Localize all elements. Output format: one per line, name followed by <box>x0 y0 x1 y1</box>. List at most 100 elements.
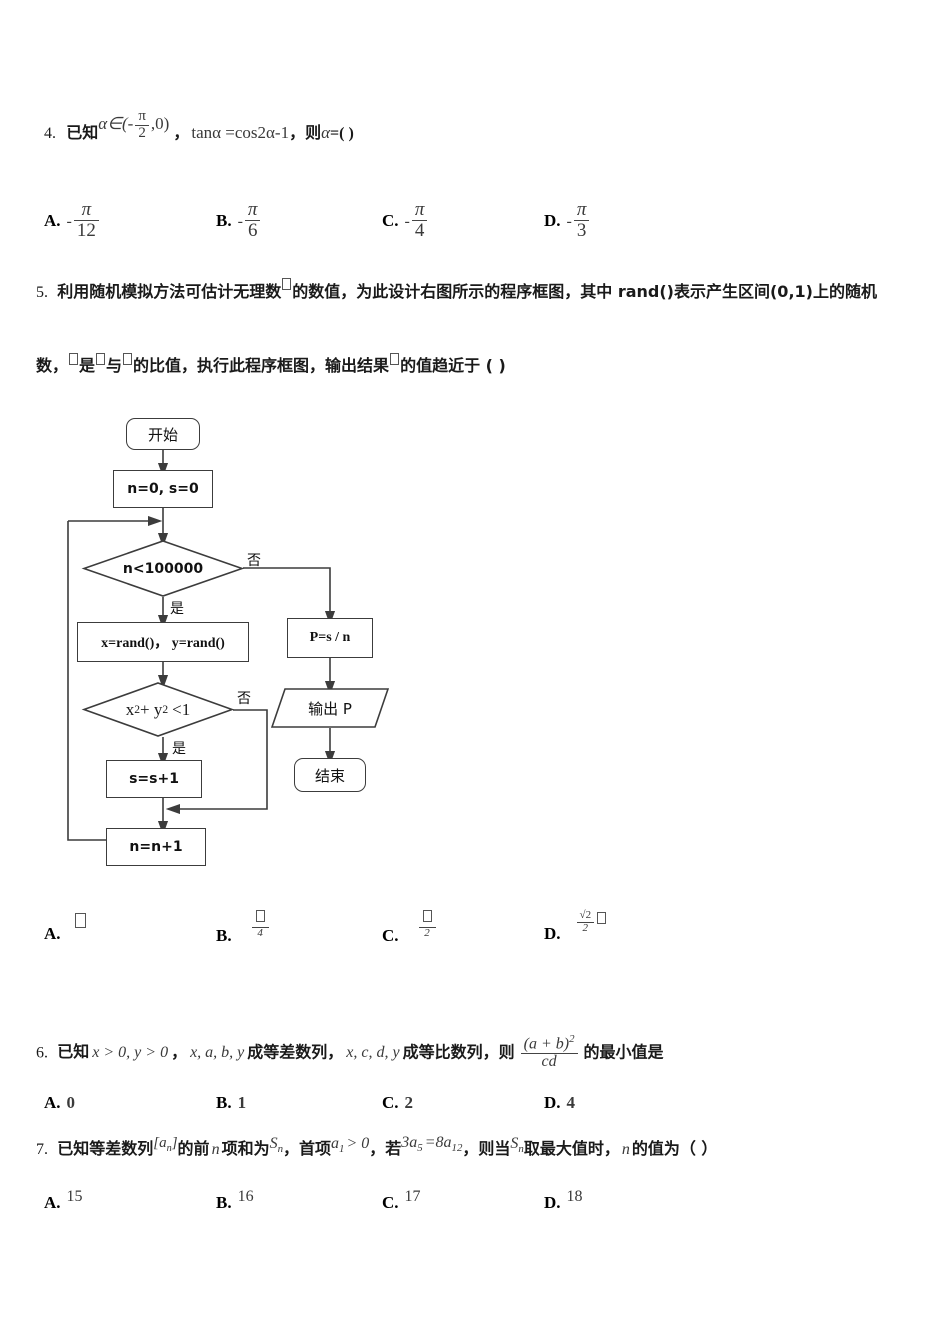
question-5-line2-part2: 是 <box>79 356 96 375</box>
flow-node-end: 结束 <box>294 758 366 792</box>
question-7-sequence-symbol: [an] <box>153 1135 178 1154</box>
tofu-icon-s-1 <box>96 353 106 365</box>
question-5-stem-line-2: 数， 是与的比值，执行此程序框图，输出结果的值趋近于 ( ) <box>36 353 506 376</box>
flow-node-random-assign: x=rand()， y=rand() <box>77 622 249 662</box>
question-7-equation: 3a5=8a12 <box>401 1134 463 1155</box>
flow-node-increment-n: n=n+1 <box>106 828 206 866</box>
tofu-icon-pi-1 <box>282 278 292 290</box>
question-4-number: 4. <box>44 125 56 143</box>
option-c-fraction: 2 <box>418 910 436 939</box>
question-7-var-n-2: n <box>621 1141 630 1158</box>
question-6-option-c[interactable]: C.2 <box>382 1093 414 1112</box>
question-4-comma-1: ， <box>173 123 190 143</box>
flow-node-loop-condition: n<100000 <box>81 540 245 597</box>
question-6-sep-1: ， <box>171 1042 188 1062</box>
question-7-stem-prefix: 已知等差数列 <box>57 1139 154 1158</box>
tofu-icon-option-b <box>255 910 265 922</box>
question-7-sum-symbol: Sn <box>269 1135 284 1156</box>
question-7-max-symbol: Sn <box>510 1135 524 1156</box>
edge-label-circle-no: 否 <box>237 691 251 707</box>
question-7-text-8: 的值为（ ） <box>631 1139 718 1158</box>
question-6-option-b[interactable]: B.1 <box>216 1093 247 1112</box>
question-7-text-2: 项和为 <box>221 1139 270 1158</box>
tofu-icon-option-c <box>422 910 432 922</box>
question-6-condition-2: x, a, b, y <box>190 1044 245 1062</box>
question-5-stem-line-1: 5. 利用随机模拟方法可估计无理数的数值，为此设计右图所示的程序框图，其中 ra… <box>36 278 877 302</box>
tofu-icon-p-1 <box>69 353 79 365</box>
question-7-text-1: 的前 <box>177 1139 210 1158</box>
question-6-number: 6. <box>36 1044 48 1062</box>
tofu-icon-option-d <box>597 911 607 924</box>
question-7-text-5: ，则当 <box>462 1139 511 1158</box>
question-6-option-a[interactable]: A.0 <box>44 1093 76 1112</box>
question-6-stem-prefix: 已知 <box>57 1042 90 1062</box>
question-7-options: A.15 B.16 C.17 D.18 <box>44 1185 914 1231</box>
question-5-line1-part1: 利用随机模拟方法可估计无理数 <box>57 282 282 301</box>
question-7-option-b[interactable]: B.16 <box>216 1188 254 1212</box>
question-7-option-a[interactable]: A.15 <box>44 1188 83 1212</box>
question-6-condition-1: x > 0, y > 0 <box>92 1044 169 1062</box>
question-6-options: A.0 B.1 C.2 D.4 <box>44 1093 914 1139</box>
question-7-var-n: n <box>211 1141 220 1158</box>
question-6-text-2: 成等比数列，则 <box>402 1042 515 1062</box>
edge-label-loop-no: 否 <box>247 553 261 569</box>
question-4-equation: tanα =cos2α-1 <box>191 123 290 143</box>
question-7-text-6: 取最大值时， <box>523 1139 620 1158</box>
question-4-var: α <box>321 123 331 143</box>
question-6-option-d[interactable]: D.4 <box>544 1093 576 1112</box>
flow-node-output-p: 输出 P <box>270 688 390 728</box>
edge-label-loop-yes: 是 <box>170 601 184 617</box>
question-5-line1-part2: 的数值，为此设计右图所示的程序框图，其中 rand()表示产生区间(0,1)上的… <box>292 282 877 301</box>
question-5-line2-part5: 的值趋近于 ( ) <box>400 356 506 375</box>
flow-node-init: n=0, s=0 <box>113 470 213 508</box>
question-7-number: 7. <box>36 1141 48 1158</box>
tofu-icon-option-a <box>74 913 86 928</box>
flowchart-connectors <box>67 450 336 841</box>
question-5-line2-part1: 数， <box>36 356 69 375</box>
question-6-text-3: 的最小值是 <box>583 1042 664 1062</box>
option-b-fraction: 4 <box>251 910 269 939</box>
question-4-answer-blank: =( ) <box>330 125 354 143</box>
question-7-option-d[interactable]: D.18 <box>544 1188 583 1212</box>
flow-node-compute-p: P=s / n <box>287 618 373 658</box>
question-7-text-4: ，若 <box>369 1139 402 1158</box>
question-5-option-c[interactable]: C.2 <box>382 910 438 952</box>
flow-node-increment-s: s=s+1 <box>106 760 202 798</box>
question-5-option-b[interactable]: B.4 <box>216 910 271 952</box>
tofu-icon-p-2 <box>390 353 400 365</box>
question-7-first-term: a1> 0 <box>331 1135 370 1156</box>
question-5-number: 5. <box>36 284 48 301</box>
question-6-condition-3: x, c, d, y <box>346 1044 400 1062</box>
flow-node-start: 开始 <box>126 418 200 450</box>
question-7-text-3: ，首项 <box>283 1139 332 1158</box>
tofu-icon-n-1 <box>123 353 133 365</box>
question-4-stem-prefix: 已知 <box>66 123 99 143</box>
edge-label-circle-yes: 是 <box>172 741 186 757</box>
question-7-option-c[interactable]: C.17 <box>382 1188 421 1212</box>
program-flowchart: 开始 n=0, s=0 n<100000 否 是 x=rand()， y=ran… <box>55 400 485 870</box>
question-5-line2-part4: 的比值，执行此程序框图，输出结果 <box>133 356 390 375</box>
question-6-text-1: 成等差数列， <box>247 1042 344 1062</box>
question-5-line2-part3: 与 <box>106 356 123 375</box>
question-5-option-a[interactable]: A. <box>44 913 87 944</box>
